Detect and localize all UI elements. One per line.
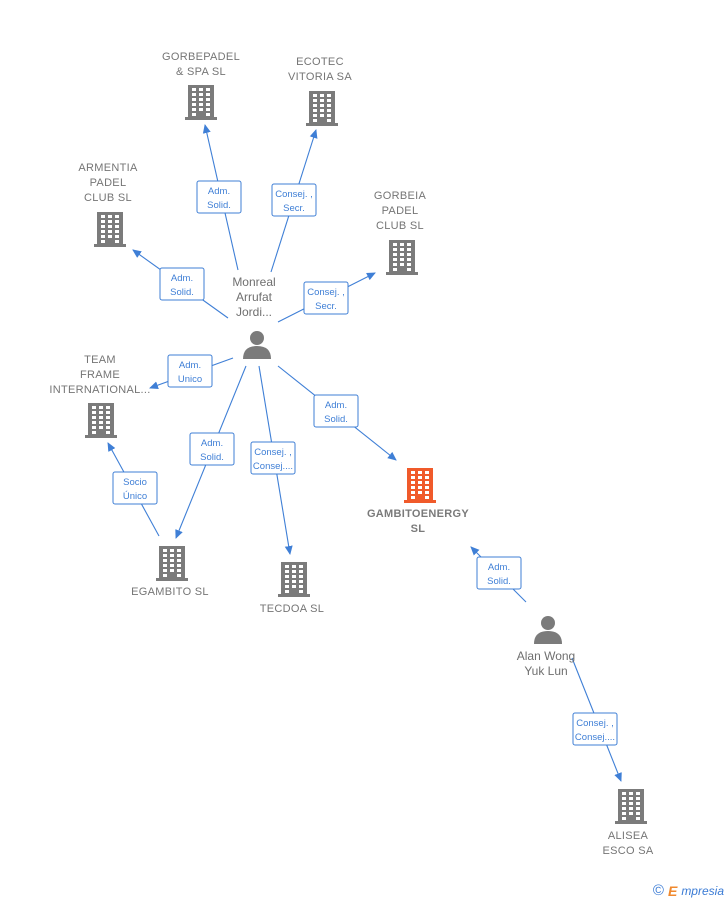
company-name-ecotec[interactable]: VITORIA SA: [288, 71, 352, 83]
building-icon-ecotec[interactable]: [306, 91, 338, 126]
edge-label-text: Socio: [123, 477, 147, 488]
edge-label-text: Único: [123, 491, 147, 502]
building-icon-teamframe[interactable]: [85, 403, 117, 438]
edge-label-box: [112, 471, 158, 505]
edge-label-text: Solid.: [487, 576, 511, 587]
company-name-ecotec[interactable]: ECOTEC: [296, 56, 344, 68]
edge-label-text: Solid.: [200, 452, 224, 463]
edge-label-e-gorbeia[interactable]: Consej. , Secr.: [303, 281, 349, 315]
edge-label-box: [189, 432, 235, 466]
edge-label-text: Consej....: [253, 461, 293, 472]
edge-label-box: [250, 441, 296, 475]
company-name-gorbeia[interactable]: CLUB SL: [376, 220, 424, 232]
person-name-monreal[interactable]: Arrufat: [236, 290, 273, 304]
edge-label-e-alan-gambito[interactable]: Adm. Solid.: [476, 556, 522, 590]
brand-name: mpresia: [681, 883, 724, 898]
edge-label-text: Solid.: [324, 414, 348, 425]
edge-label-e-teamframe[interactable]: Adm. Unico: [167, 354, 213, 388]
edge-label-e-tecdoa[interactable]: Consej. , Consej....: [250, 441, 296, 475]
edge-label-e-egambito[interactable]: Adm. Solid.: [189, 432, 235, 466]
company-name-alisea[interactable]: ESCO SA: [602, 845, 653, 857]
building-icon-gorbepadel[interactable]: [185, 85, 217, 120]
edge-label-text: Consej....: [575, 732, 615, 743]
edge-label-text: Unico: [178, 374, 202, 385]
building-icon-tecdoa[interactable]: [278, 562, 310, 597]
company-name-gambitoenergy[interactable]: GAMBITOENERGY: [367, 508, 469, 520]
edge-label-box: [196, 180, 242, 214]
edge-label-e-armentia[interactable]: Adm. Solid.: [159, 267, 205, 301]
company-name-alisea[interactable]: ALISEA: [608, 830, 649, 842]
edge-label-box: [303, 281, 349, 315]
company-name-teamframe[interactable]: TEAM: [84, 354, 116, 366]
edge-label-e-alan-alisea[interactable]: Consej. , Consej....: [572, 712, 618, 746]
company-name-armentia[interactable]: CLUB SL: [84, 192, 132, 204]
company-name-teamframe[interactable]: INTERNATIONAL...: [49, 384, 150, 396]
edge-label-box: [476, 556, 522, 590]
edge-label-text: Adm.: [201, 438, 223, 449]
edge-label-text: Adm.: [488, 562, 510, 573]
building-icon-gambitoenergy[interactable]: [404, 468, 436, 503]
person-name-monreal[interactable]: Jordi...: [236, 305, 272, 319]
edge-label-text: Adm.: [325, 400, 347, 411]
company-name-gorbeia[interactable]: PADEL: [382, 205, 419, 217]
brand-initial: E: [667, 882, 678, 899]
person-icon-alanwong[interactable]: [534, 616, 562, 644]
edge-label-box: [313, 394, 359, 428]
edge-label-box: [572, 712, 618, 746]
edge-label-text: Adm.: [179, 360, 201, 371]
edge-label-text: Consej. ,: [576, 718, 614, 729]
company-name-teamframe[interactable]: FRAME: [80, 369, 120, 381]
person-name-alanwong[interactable]: Alan Wong: [517, 649, 575, 663]
edge-label-text: Solid.: [207, 200, 231, 211]
company-name-gambitoenergy[interactable]: SL: [411, 523, 426, 535]
edge-label-text: Consej. ,: [254, 447, 292, 458]
company-name-gorbepadel[interactable]: GORBEPADEL: [162, 51, 240, 63]
edge-label-e-gambitoenergy[interactable]: Adm. Solid.: [313, 394, 359, 428]
edge-label-e-ecotec[interactable]: Consej. , Secr.: [271, 183, 317, 217]
edge-label-box: [271, 183, 317, 217]
company-name-armentia[interactable]: PADEL: [90, 177, 127, 189]
edge-label-text: Secr.: [283, 203, 305, 214]
building-icon-gorbeia[interactable]: [386, 240, 418, 275]
building-icon-alisea[interactable]: [615, 789, 647, 824]
edge-label-box: [167, 354, 213, 388]
company-name-egambito[interactable]: EGAMBITO SL: [131, 586, 209, 598]
company-name-armentia[interactable]: ARMENTIA: [78, 162, 138, 174]
edge-label-text: Secr.: [315, 301, 337, 312]
edge-label-e-gorbepadel[interactable]: Adm. Solid.: [196, 180, 242, 214]
person-name-alanwong[interactable]: Yuk Lun: [524, 664, 567, 678]
copyright-icon: ©: [652, 882, 664, 899]
building-icon-armentia[interactable]: [94, 212, 126, 247]
company-name-gorbepadel[interactable]: & SPA SL: [176, 66, 226, 78]
building-icon-egambito[interactable]: [156, 546, 188, 581]
person-name-monreal[interactable]: Monreal: [232, 275, 275, 289]
edge-label-text: Solid.: [170, 287, 194, 298]
company-name-tecdoa[interactable]: TECDOA SL: [260, 603, 324, 615]
person-icon-monreal[interactable]: [243, 331, 271, 359]
edge-label-box: [159, 267, 205, 301]
edge-label-text: Adm.: [171, 273, 193, 284]
edge-label-text: Consej. ,: [307, 287, 345, 298]
edge-label-text: Consej. ,: [275, 189, 313, 200]
edge-label-text: Adm.: [208, 186, 230, 197]
company-name-gorbeia[interactable]: GORBEIA: [374, 190, 427, 202]
